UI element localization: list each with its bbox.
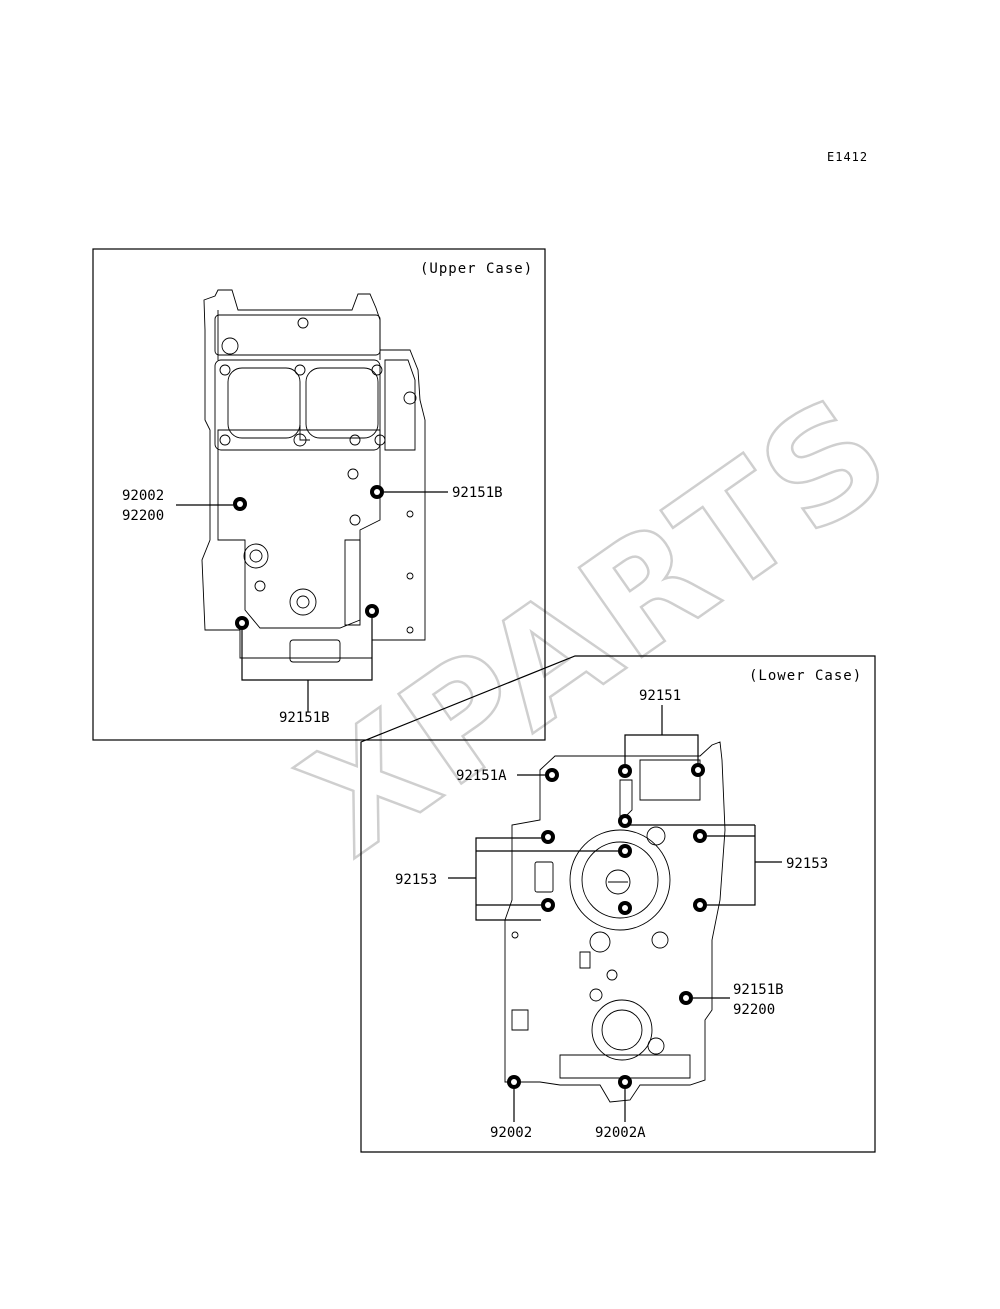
lower-case-title: (Lower Case): [749, 668, 862, 684]
watermark: XPARTS: [272, 361, 924, 891]
upper-case-leaders: [176, 491, 448, 712]
watermark-text: XPARTS: [273, 362, 922, 889]
upper-callout-92002: 92002: [122, 488, 164, 504]
lower-callout-92153-left: 92153: [395, 872, 437, 888]
upper-case-panel: (Upper Case): [92, 248, 546, 741]
lower-callout-92002: 92002: [490, 1125, 532, 1141]
upper-case-bolts: [219, 364, 386, 630]
lower-callout-92002a: 92002A: [595, 1125, 646, 1141]
upper-case-frame: [92, 248, 546, 741]
lower-callout-92153-right: 92153: [786, 856, 828, 872]
lower-callout-92151b: 92151B: [733, 982, 784, 998]
upper-case-drawing: [201, 289, 426, 663]
lower-case-frame: [360, 655, 876, 1153]
lower-callout-92200: 92200: [733, 1002, 775, 1018]
lower-case-bolts: [507, 763, 707, 1089]
upper-callout-92200: 92200: [122, 508, 164, 524]
lower-callout-92151a: 92151A: [456, 768, 507, 784]
figure-ref: E1412: [827, 150, 868, 164]
upper-callout-92151b-bottom: 92151B: [279, 710, 330, 726]
upper-case-title: (Upper Case): [420, 261, 533, 277]
lower-case-panel: (Lower Case): [360, 655, 876, 1153]
lower-case-leaders: [448, 705, 782, 1122]
lower-case-drawing: [504, 741, 726, 1103]
lower-callout-92151: 92151: [639, 688, 681, 704]
upper-callout-92151b-right: 92151B: [452, 485, 503, 501]
